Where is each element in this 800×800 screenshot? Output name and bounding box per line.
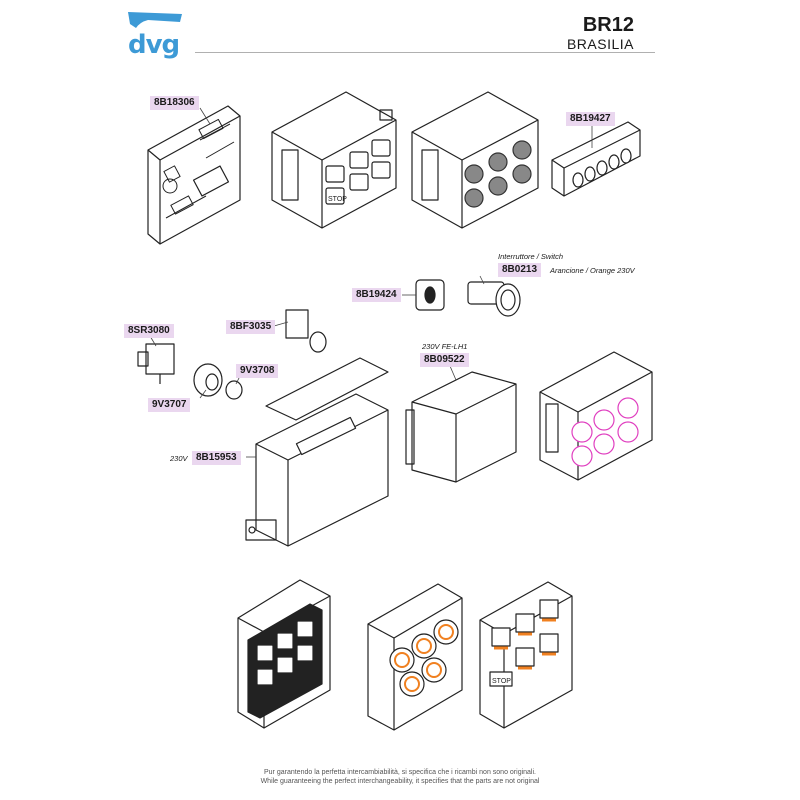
model-name: BRASILIA (566, 36, 634, 52)
square-keypad-drawing (479, 581, 573, 729)
keypad-housing-round-drawing (411, 91, 539, 229)
part-code-label: 8B15953 (192, 451, 241, 465)
stop-label-keypad-1: STOP (328, 196, 347, 203)
part-code-label: 8B18306 (150, 96, 199, 110)
part-code-label: 8BF3035 (226, 320, 276, 334)
part-note: 230V (170, 454, 188, 463)
dvg-logo-icon (128, 12, 182, 28)
push-switch-drawing (285, 309, 327, 353)
part-code-label: 9V3707 (148, 398, 191, 412)
solenoid-valve-drawing (137, 343, 175, 384)
brand-logo: dvg (128, 30, 180, 60)
part-code-label: 8B19424 (352, 288, 401, 302)
part-code-label: 8B09522 (420, 353, 469, 367)
disclaimer-english: While guaranteeing the perfect interchan… (260, 778, 540, 785)
part-code-label: 8B0213 (498, 263, 542, 277)
control-board-drawing (147, 105, 241, 245)
pink-keypad-drawing (539, 351, 653, 481)
rocker-switch-drawing (467, 281, 521, 317)
knob-drawing (193, 363, 243, 400)
disclaimer-italian: Pur garantendo la perfetta intercambiabi… (264, 769, 536, 776)
part-code-label: 8B19427 (566, 112, 615, 126)
orange-round-keypad-drawing (367, 583, 463, 731)
part-code-label: 8SR3080 (124, 324, 174, 338)
slim-keypad-drawing (551, 121, 641, 197)
keypad-housing-drawing (271, 91, 397, 229)
black-keypad-drawing (237, 579, 331, 729)
transformer-drawing (405, 371, 517, 483)
part-note: 230V FE-LH1 (422, 342, 468, 351)
stop-label-keypad-2: STOP (492, 678, 511, 685)
header-divider (195, 52, 655, 53)
disclaimer-footer: Pur garantendo la perfetta intercambiabi… (0, 768, 800, 786)
power-module-drawing (245, 357, 389, 547)
part-note: Arancione / Orange 230V (550, 266, 635, 275)
part-note: Interruttore / Switch (498, 252, 564, 261)
model-code: BR12 (582, 14, 634, 36)
switch-cap-drawing (415, 279, 445, 311)
part-code-label: 9V3708 (236, 364, 279, 378)
